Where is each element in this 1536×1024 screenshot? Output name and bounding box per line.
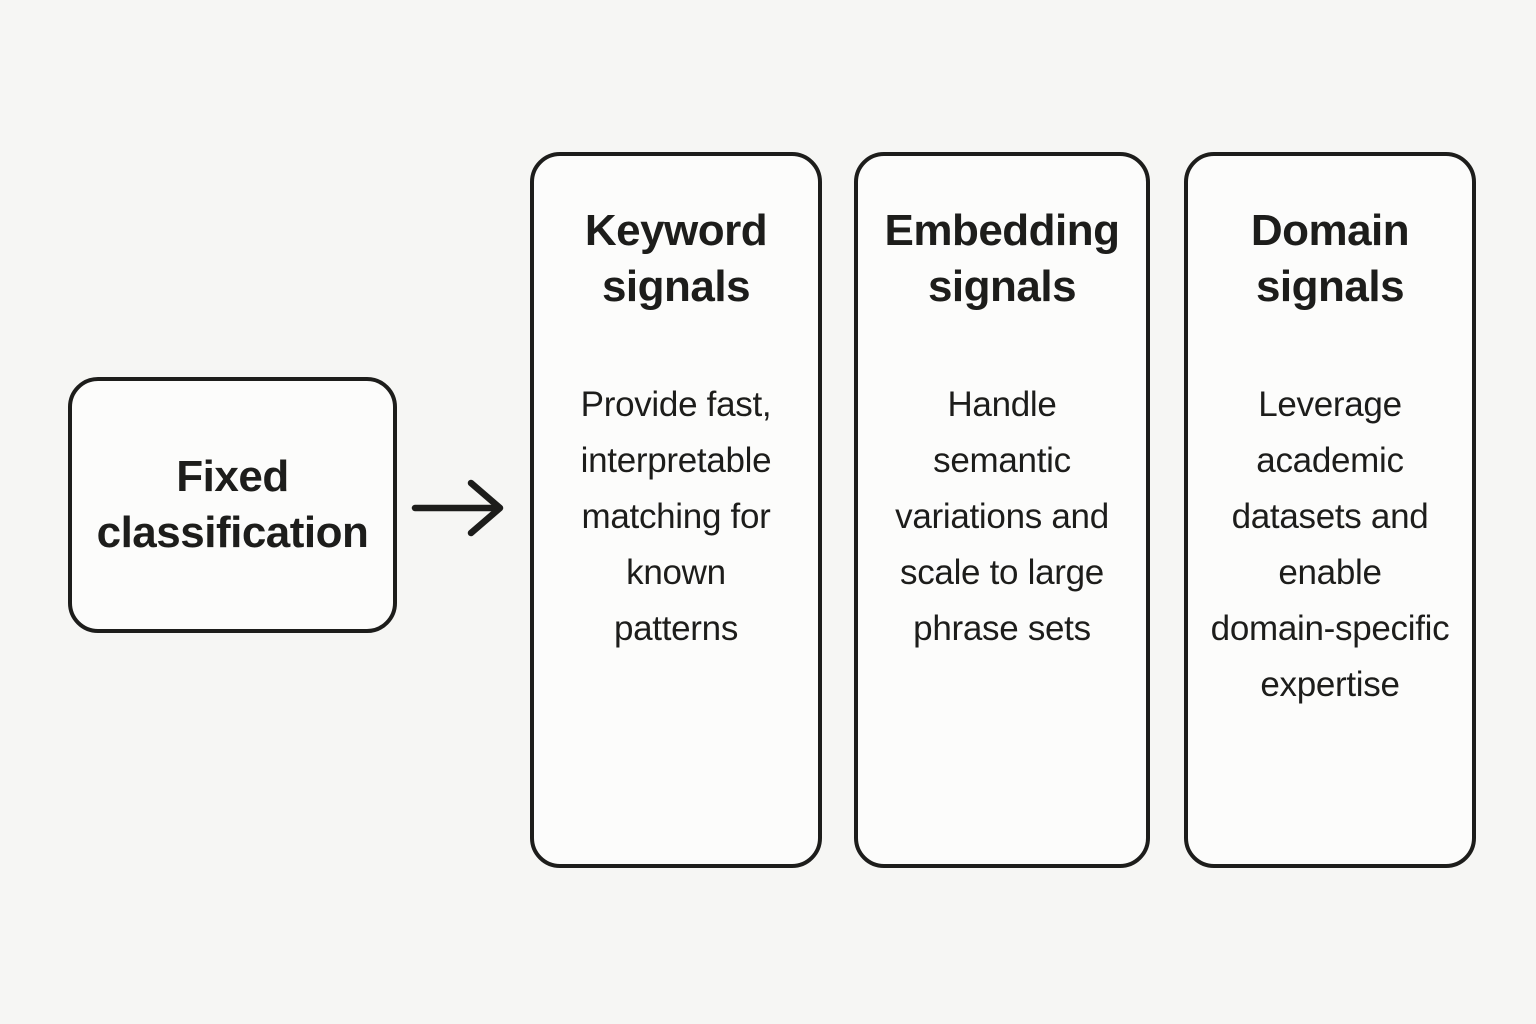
domain-card-body: Leverage academic datasets and enable do…	[1210, 385, 1450, 704]
fixed-classification-label: Fixed classification	[96, 452, 369, 557]
keyword-card-body: Provide fast, interpretable matching for…	[580, 385, 772, 648]
embedding-card-body: Handle semantic variations and scale to …	[895, 385, 1109, 648]
fixed-classification-node: Fixed classification	[68, 377, 397, 633]
signal-card-keyword: Keyword signals Provide fast, interpreta…	[530, 152, 822, 868]
embedding-card-title: Embedding signals	[884, 206, 1120, 311]
domain-card-title: Domain signals	[1250, 206, 1410, 311]
right-arrow-icon	[411, 479, 504, 537]
keyword-card-title: Keyword signals	[584, 206, 768, 311]
signal-card-embedding: Embedding signals Handle semantic variat…	[854, 152, 1150, 868]
signal-card-domain: Domain signals Leverage academic dataset…	[1184, 152, 1476, 868]
